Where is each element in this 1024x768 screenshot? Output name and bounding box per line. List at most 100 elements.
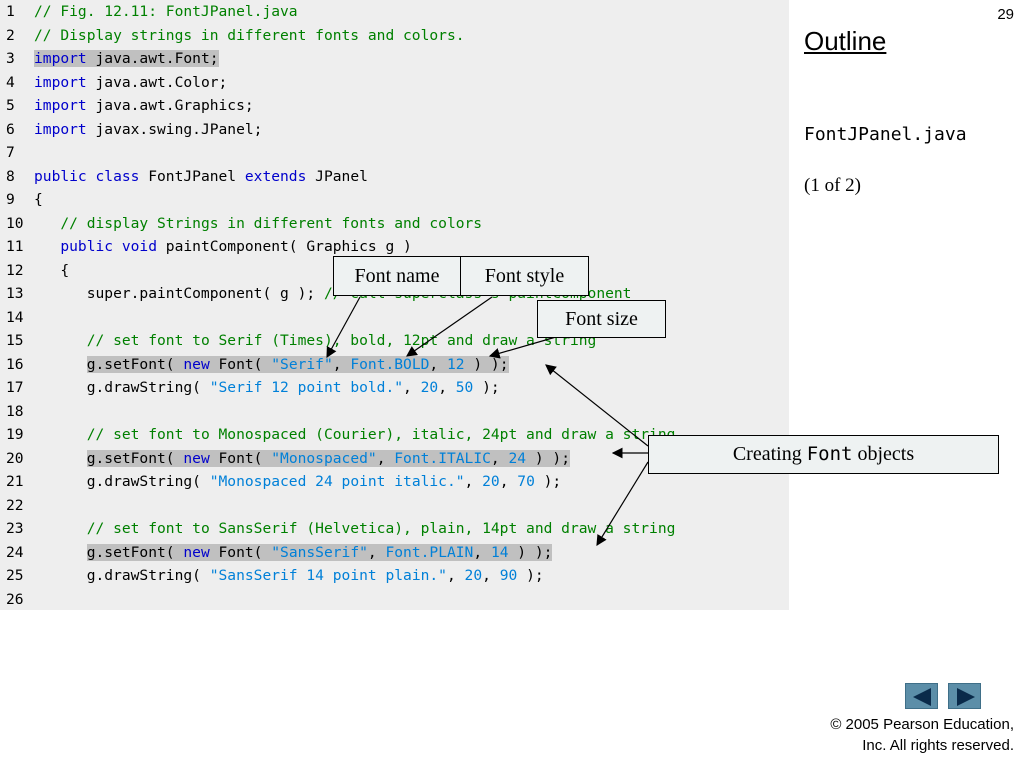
- code-token: java.awt.Color;: [86, 73, 228, 91]
- code-token: 20: [420, 379, 439, 396]
- code-line: 16 g.setFont( new Font( "Serif", Font.BO…: [0, 353, 509, 377]
- copyright-line-1: © 2005 Pearson Education,: [830, 716, 1014, 733]
- arrow-creating-1: [545, 364, 649, 447]
- code-token: );: [473, 379, 500, 396]
- code-token: ,: [438, 379, 456, 396]
- code-token: g.setFont(: [86, 449, 184, 467]
- code-token: 12: [447, 355, 465, 373]
- code-token: // Display strings in different fonts an…: [34, 26, 465, 44]
- line-number: 14: [6, 308, 24, 326]
- line-number: 13: [6, 285, 24, 302]
- code-token: ,: [429, 355, 447, 373]
- code-token: ,: [367, 543, 386, 561]
- code-token: java.awt.Graphics;: [86, 97, 254, 114]
- copyright: © 2005 Pearson Education, Inc. All right…: [830, 714, 1014, 756]
- code-token: "SansSerif": [271, 543, 368, 561]
- line-number: 25: [6, 567, 24, 584]
- arrow-font-size: [488, 336, 557, 359]
- code-token: g.setFont(: [86, 355, 184, 373]
- code-token: 24: [508, 449, 527, 467]
- code-token: import: [34, 120, 87, 138]
- code-token: FontJPanel: [139, 167, 245, 185]
- line-number: 1: [6, 3, 15, 20]
- code-token: ,: [490, 449, 509, 467]
- code-token: ) );: [508, 543, 553, 561]
- page-indicator: (1 of 2): [804, 175, 861, 196]
- code-line: 9{: [0, 188, 43, 212]
- line-number: 21: [6, 473, 24, 490]
- line-number: 10: [6, 214, 24, 232]
- outline-link[interactable]: Outline: [804, 26, 887, 56]
- code-token: "Serif 12 point bold.": [209, 379, 404, 396]
- line-number: 6: [6, 120, 15, 138]
- line-number: 16: [6, 355, 24, 373]
- code-token: ) );: [526, 449, 571, 467]
- line-number: 12: [6, 261, 24, 279]
- code-token: Font.PLAIN: [385, 543, 474, 561]
- copyright-line-2: Inc. All rights reserved.: [862, 737, 1014, 754]
- code-line: 24 g.setFont( new Font( "SansSerif", Fon…: [0, 541, 553, 565]
- arrow-font-style: [406, 296, 493, 357]
- code-token: ,: [332, 355, 351, 373]
- code-line: 11 public void paintComponent( Graphics …: [0, 235, 412, 259]
- line-number: 18: [6, 402, 24, 420]
- line-number: 20: [6, 449, 24, 467]
- code-line: 19 // set font to Monospaced (Courier), …: [0, 423, 675, 447]
- previous-slide-button[interactable]: [905, 683, 938, 709]
- code-token: public class: [34, 167, 140, 185]
- next-slide-button[interactable]: [948, 683, 981, 709]
- code-token: 20: [464, 567, 483, 584]
- callout-creating-prefix: Creating: [732, 443, 807, 465]
- code-line: 18: [0, 400, 34, 424]
- code-token: "SansSerif 14 point plain.": [209, 567, 447, 584]
- code-line: 15 // set font to Serif (Times), bold, 1…: [0, 329, 596, 353]
- line-number: 4: [6, 73, 15, 91]
- code-token: ,: [499, 473, 518, 490]
- code-token: ) );: [464, 355, 509, 373]
- code-token: 70: [517, 473, 535, 490]
- code-token: // Fig. 12.11: FontJPanel.java: [34, 3, 298, 20]
- line-number: 19: [6, 426, 24, 443]
- arrow-font-name: [326, 296, 361, 359]
- line-number: 2: [6, 26, 15, 44]
- code-token: // display Strings in different fonts an…: [60, 214, 483, 232]
- code-token: 90: [499, 567, 518, 584]
- code-token: g.drawString(: [34, 379, 210, 396]
- code-line: 10 // display Strings in different fonts…: [0, 212, 482, 236]
- arrow-creating-3: [596, 461, 649, 547]
- code-token: import: [34, 97, 87, 114]
- code-token: ,: [464, 473, 483, 490]
- code-token: "Serif": [271, 355, 333, 373]
- slide-number: 29: [997, 6, 1014, 23]
- code-token: extends: [244, 167, 307, 185]
- code-token: // set font to Monospaced (Courier), ita…: [86, 426, 676, 443]
- code-token: 20: [482, 473, 500, 490]
- line-number: 23: [6, 520, 24, 537]
- file-name: FontJPanel.java: [804, 124, 967, 145]
- callout-creating-font-objects: Creating Font objects: [648, 435, 999, 474]
- code-token: ,: [473, 543, 491, 561]
- code-token: import: [34, 50, 87, 67]
- line-number: 3: [6, 50, 15, 67]
- callout-font-name: Font name: [333, 256, 461, 296]
- callout-font-style: Font style: [460, 256, 589, 296]
- line-number: 24: [6, 543, 24, 561]
- code-token: g.drawString(: [34, 567, 210, 584]
- code-token: ,: [403, 379, 421, 396]
- code-token: {: [34, 261, 70, 279]
- code-token: {: [34, 191, 43, 208]
- code-token: Font(: [209, 355, 272, 373]
- line-number: 7: [6, 144, 15, 161]
- code-token: g.drawString(: [34, 473, 210, 490]
- code-token: new: [183, 449, 210, 467]
- code-token: );: [517, 567, 544, 584]
- code-token: 50: [455, 379, 474, 396]
- code-token: new: [183, 543, 210, 561]
- code-token: "Monospaced": [271, 449, 377, 467]
- code-token: "Monospaced 24 point italic.": [209, 473, 465, 490]
- code-token: Font.ITALIC: [394, 449, 491, 467]
- code-line: 25 g.drawString( "SansSerif 14 point pla…: [0, 564, 544, 588]
